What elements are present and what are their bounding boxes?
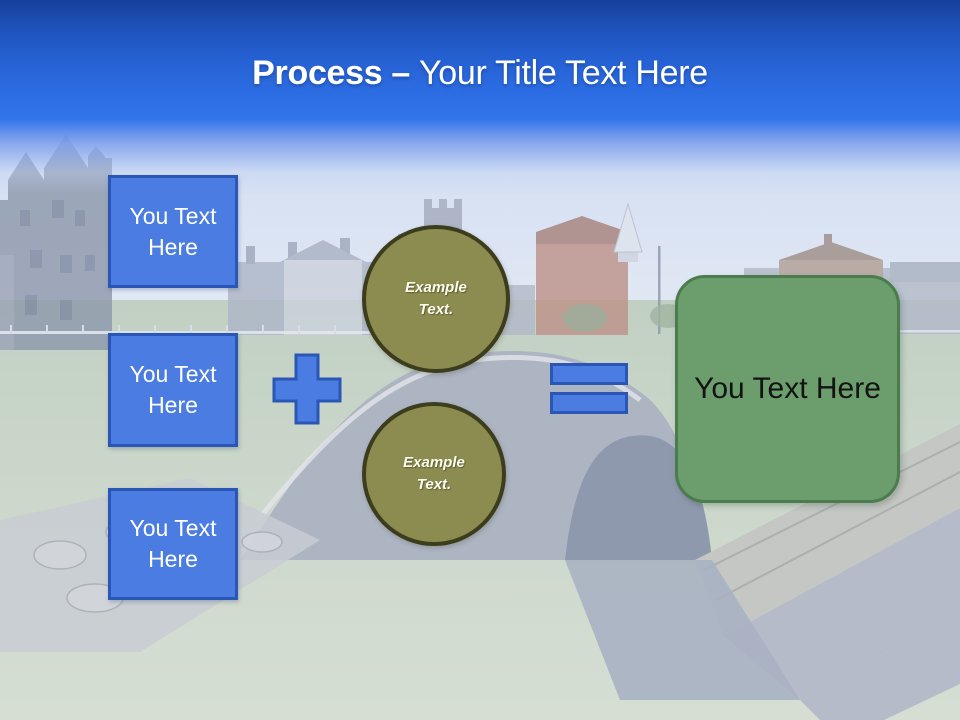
- step-circle-2-label: Example Text.: [403, 454, 465, 493]
- input-box-3[interactable]: You Text Here: [108, 488, 238, 600]
- step-circle-1-label: Example Text.: [405, 279, 467, 318]
- result-box[interactable]: You Text Here: [675, 275, 900, 503]
- title-emphasis: Process: [252, 54, 383, 92]
- input-box-1[interactable]: You Text Here: [108, 175, 238, 288]
- equals-bar-top: [550, 363, 628, 385]
- result-box-label: You Text Here: [694, 372, 881, 405]
- input-box-2-label: You Text Here: [129, 361, 217, 418]
- slide-title: Process–Your Title Text Here: [0, 54, 960, 93]
- input-box-1-label: You Text Here: [129, 202, 217, 260]
- step-circle-2[interactable]: Example Text.: [362, 402, 506, 546]
- title-text: Your Title Text Here: [419, 54, 708, 92]
- input-box-3-label: You Text Here: [129, 515, 217, 572]
- equals-icon: [550, 363, 628, 414]
- title-separator: –: [391, 54, 410, 92]
- plus-icon: [272, 353, 342, 425]
- equals-bar-bottom: [550, 392, 628, 414]
- step-circle-1[interactable]: Example Text.: [362, 225, 510, 373]
- input-box-2[interactable]: You Text Here: [108, 333, 238, 447]
